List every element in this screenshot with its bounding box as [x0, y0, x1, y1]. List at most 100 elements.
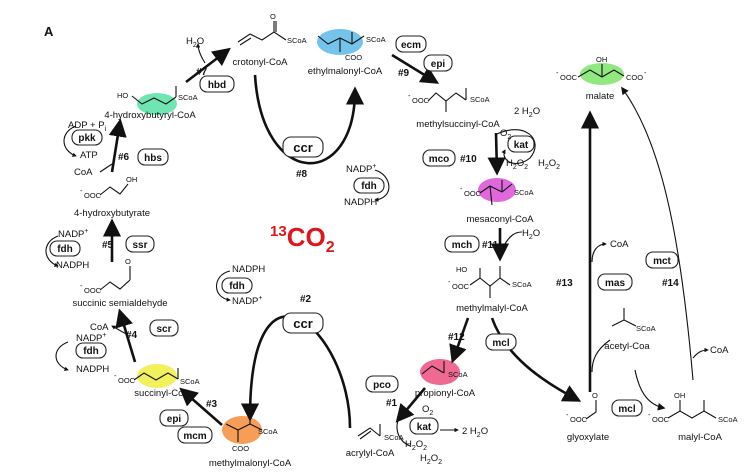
enzyme-pco: pco	[365, 375, 399, 393]
enzyme-mch: mch	[444, 235, 480, 253]
enzyme-mch-label: mch	[452, 240, 473, 251]
struct-scoa: SCoA	[384, 433, 404, 442]
enzyme-kat-2-label: kat	[417, 422, 432, 433]
cofactor-atp: ATP	[80, 150, 98, 161]
arc-fdh-2	[215, 270, 231, 302]
enzyme-epi-1-label: epi	[431, 59, 446, 70]
arrow-step1	[395, 387, 426, 423]
arrow-step7	[185, 47, 231, 84]
arrow-step12	[449, 317, 470, 364]
struct-ooc: OOC	[84, 191, 102, 200]
cofactor-coa-4: CoA	[90, 322, 109, 333]
struct-ooc: OOC	[570, 415, 588, 424]
struct-oh: OH	[126, 175, 137, 184]
charge-minus: -	[80, 186, 83, 195]
enzyme-mas: mas	[597, 273, 633, 291]
arc-coa-13	[591, 241, 607, 263]
compound-methylmalonyl: methylmalonyl-CoA	[209, 458, 292, 469]
compound-crotonyl: crotonyl-CoA	[233, 57, 289, 68]
struct-ooc: OOC	[118, 376, 136, 385]
enzyme-fdh-2-label: fdh	[229, 281, 245, 292]
cofactor-o2-b: O2	[422, 404, 433, 417]
enzyme-mcl-2: mcl	[611, 399, 643, 417]
arrow-step14	[621, 86, 694, 381]
struct-o: O	[270, 12, 276, 21]
charge-minus: -	[80, 281, 83, 290]
co2-isotope: 13	[270, 223, 287, 240]
step-7: #7	[196, 67, 208, 78]
structure-malate: OOC OH COO	[560, 55, 643, 82]
charge-minus: -	[566, 410, 569, 419]
step-12: #12	[448, 332, 465, 343]
enzyme-kat-1-label: kat	[514, 140, 529, 151]
enzyme-mcl-1: mcl	[485, 333, 517, 351]
enzyme-hbs-label: hbs	[144, 153, 162, 164]
struct-scoa: SCoA	[180, 377, 200, 386]
structure-succinic: OOC O	[84, 257, 131, 295]
cofactor-nadph-2: NADPH	[232, 264, 265, 275]
step-2: #2	[300, 294, 312, 305]
highlight-succinyl	[137, 364, 177, 388]
enzyme-hbs: hbs	[137, 148, 169, 166]
struct-scoa: SCoA	[512, 280, 532, 289]
struct-ooc: OOC	[560, 73, 578, 82]
structure-propionyl: SCoA	[421, 361, 468, 379]
step-9: #9	[398, 68, 410, 79]
cofactor-coa-14: CoA	[710, 345, 729, 356]
arrow-step9	[391, 53, 440, 84]
compound-malate: malate	[586, 91, 615, 102]
cofactor-h2o2-b1: H2O2	[405, 439, 427, 452]
enzyme-fdh-4: fdh	[75, 342, 107, 359]
structure-hydroxybutyrate: OOC OH	[84, 175, 137, 200]
cofactor-h2o-mch: H2O	[522, 228, 540, 241]
struct-scoa: SCoA	[258, 427, 278, 436]
arrow-step10	[487, 132, 506, 176]
charge-minus: -	[644, 68, 647, 77]
enzyme-mct-label: mct	[653, 256, 671, 267]
cofactor-nadp-5: NADP+	[58, 228, 89, 240]
structure-hydroxybutyryl: HO SCoA	[117, 86, 198, 105]
compound-methylsuccinyl: methylsuccinyl-CoA	[416, 119, 500, 130]
step-5: #5	[102, 240, 114, 251]
step-14: #14	[662, 278, 679, 289]
arc-kat2	[396, 409, 411, 447]
step-6: #6	[118, 152, 130, 163]
enzyme-epi-2: epi	[159, 409, 189, 427]
arrow-step3	[179, 387, 223, 426]
arrow-step6	[108, 118, 127, 173]
compound-hydroxybutyrate: 4-hydroxybutyrate	[74, 208, 150, 219]
structure-succinyl: OOC SCoA	[118, 368, 200, 386]
structure-methylsuccinyl: OOC SCoA	[412, 88, 490, 112]
enzyme-pkk: pkk	[71, 129, 103, 146]
struct-ooc: OOC	[652, 415, 670, 424]
enzyme-ssr-label: ssr	[132, 240, 147, 251]
struct-oh: OH	[596, 55, 607, 64]
enzyme-mcl-1-label: mcl	[492, 338, 509, 349]
enzyme-mct: mct	[645, 251, 679, 269]
compound-methylmalyl: methylmalyl-CoA	[456, 303, 528, 314]
struct-ooc: OOC	[452, 282, 470, 291]
cofactor-adp-pi: ADP + Pi	[68, 120, 107, 133]
compound-succinic: succinic semialdehyde	[72, 298, 167, 309]
compound-acrylyl: acrylyl-CoA	[346, 448, 395, 459]
struct-o: O	[592, 391, 598, 400]
cofactor-coa-13: CoA	[610, 239, 629, 250]
enzyme-scr-label: scr	[156, 324, 171, 335]
enzyme-pkk-label: pkk	[78, 133, 96, 144]
cofactor-nadph-4: NADPH	[76, 364, 109, 375]
compound-acetyl: acetyl-Coa	[604, 341, 650, 352]
arc-h2o-top	[195, 43, 206, 64]
step-1: #1	[386, 398, 398, 409]
struct-scoa: SCoA	[448, 370, 468, 379]
structure-acrylyl: SCoA	[357, 424, 404, 442]
cofactor-2h2o-b: 2 H2O	[462, 426, 488, 439]
highlight-methylmalonyl	[222, 416, 262, 444]
step-4: #4	[126, 330, 138, 341]
arc-h2o-mch	[502, 231, 523, 248]
cofactor-nadph-5: NADPH	[56, 260, 89, 271]
arc-acetyl-in	[591, 339, 611, 373]
enzyme-fdh-8: fdh	[353, 177, 385, 194]
cofactor-coa-6: CoA	[74, 167, 93, 178]
struct-coo: COO	[232, 444, 249, 453]
arc-coa-4	[111, 325, 129, 336]
